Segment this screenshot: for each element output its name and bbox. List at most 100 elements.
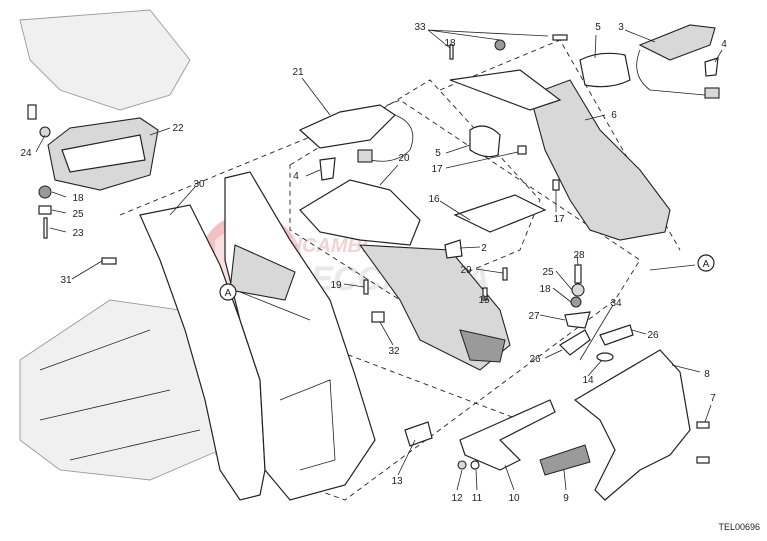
reflector-9 — [539, 444, 591, 476]
spacer-25-right — [571, 283, 585, 297]
callout-18-right: 18 — [539, 284, 551, 295]
grommet-18 — [38, 185, 52, 199]
bracket-10 — [459, 399, 556, 471]
leader-19 — [343, 283, 365, 288]
leader-12 — [456, 469, 463, 491]
leader-13 — [397, 439, 416, 476]
clip-17 — [517, 145, 527, 155]
watermark-text-1: RICAMBI — [282, 235, 368, 257]
leader-33 — [427, 29, 549, 49]
callout-23: 23 — [72, 228, 84, 239]
leader-4-right — [714, 49, 723, 63]
turn-indicator-assembly — [636, 24, 720, 99]
grommet-18-right — [570, 296, 582, 308]
leader-7 — [704, 404, 712, 423]
rubber-5 — [469, 125, 501, 158]
tail-light-assembly — [27, 104, 159, 239]
mudguard-assembly — [449, 52, 671, 241]
callout-16: 16 — [428, 194, 440, 205]
callout-33: 33 — [414, 22, 426, 33]
callout-17-right: 17 — [553, 214, 565, 225]
leader-16 — [439, 200, 471, 221]
callout-A-left: A — [225, 288, 232, 299]
callout-30: 30 — [193, 179, 205, 190]
lamp-21 — [298, 104, 396, 149]
callout-29: 29 — [460, 265, 472, 276]
plate-holder-window — [229, 244, 296, 301]
tail-light-connector — [27, 104, 37, 120]
screw-18-top — [449, 44, 454, 60]
leader-6 — [584, 114, 606, 121]
leader-15 — [483, 294, 486, 301]
leader-11 — [475, 469, 478, 491]
leader-34 — [579, 304, 614, 361]
leader-31 — [71, 260, 103, 280]
spacer-2 — [444, 239, 463, 259]
leader-2 — [459, 246, 481, 249]
leader-8 — [671, 364, 701, 373]
leader-4-mid — [305, 169, 321, 177]
leader-10 — [504, 464, 515, 491]
leader-5-mid — [445, 144, 471, 154]
callout-18-top: 18 — [444, 38, 456, 49]
lamp-wire — [369, 114, 414, 162]
callout-3: 3 — [618, 22, 624, 33]
ref-circle-A-right — [697, 254, 715, 272]
leader-32 — [379, 321, 394, 346]
indicator-bracket — [449, 69, 562, 111]
leader-lines — [35, 29, 723, 491]
leader-29 — [475, 268, 504, 274]
lamp-connector — [357, 149, 373, 163]
callout-labels: 33 5 3 4 18 21 6 22 24 5 4 20 17 18 30 2… — [20, 22, 727, 504]
turn-indicator-3 — [638, 24, 716, 61]
callout-32: 32 — [388, 346, 400, 357]
leader-18-left — [51, 191, 67, 198]
clip-17-right — [552, 179, 560, 191]
outline-plate-light — [229, 309, 521, 421]
screw-31 — [101, 257, 117, 265]
reflector-assembly — [457, 399, 591, 476]
callout-4-right: 4 — [721, 39, 727, 50]
callout-6: 6 — [611, 110, 617, 121]
leader-20 — [379, 164, 399, 186]
leader-5-top — [594, 34, 597, 59]
plate-holder-side — [139, 204, 266, 501]
bracket-27 — [564, 311, 591, 329]
leader-3 — [624, 29, 656, 43]
leader-28 — [576, 254, 579, 266]
tail-light-lens — [61, 134, 146, 173]
plate-support-assembly — [573, 349, 710, 501]
leader-30 — [169, 186, 196, 216]
screw-7-b — [696, 456, 710, 464]
leader-22 — [149, 127, 171, 136]
callout-5-top: 5 — [595, 22, 601, 33]
callout-4-mid: 4 — [293, 171, 299, 182]
callout-19: 19 — [330, 280, 342, 291]
callout-10: 10 — [508, 493, 520, 504]
leader-23 — [49, 227, 67, 233]
leader-24 — [35, 134, 46, 153]
callout-8: 8 — [704, 369, 710, 380]
callout-26-right: 26 — [647, 330, 659, 341]
bracket-20-assembly — [299, 179, 511, 371]
small-hardware — [101, 34, 568, 447]
leader-25-left — [51, 209, 67, 214]
ghost-subframe-struts — [39, 329, 201, 461]
reflector-clip-14 — [596, 352, 614, 362]
bracket-20 — [299, 179, 421, 246]
callout-28: 28 — [573, 250, 585, 261]
callout-9: 9 — [563, 493, 569, 504]
screw-23 — [43, 217, 48, 239]
leader-27 — [539, 314, 566, 321]
plate-holder-main — [224, 171, 376, 501]
leader-A-right — [649, 264, 696, 271]
bracket-16 — [453, 194, 547, 233]
callout-A-right: A — [703, 259, 710, 270]
leader-26-right — [631, 329, 647, 335]
callout-26-left: 26 — [529, 354, 541, 365]
callout-31: 31 — [60, 275, 72, 286]
drawing-code: TEL00696 — [718, 522, 760, 532]
cover-13 — [404, 421, 433, 447]
grommet-32 — [371, 311, 385, 323]
